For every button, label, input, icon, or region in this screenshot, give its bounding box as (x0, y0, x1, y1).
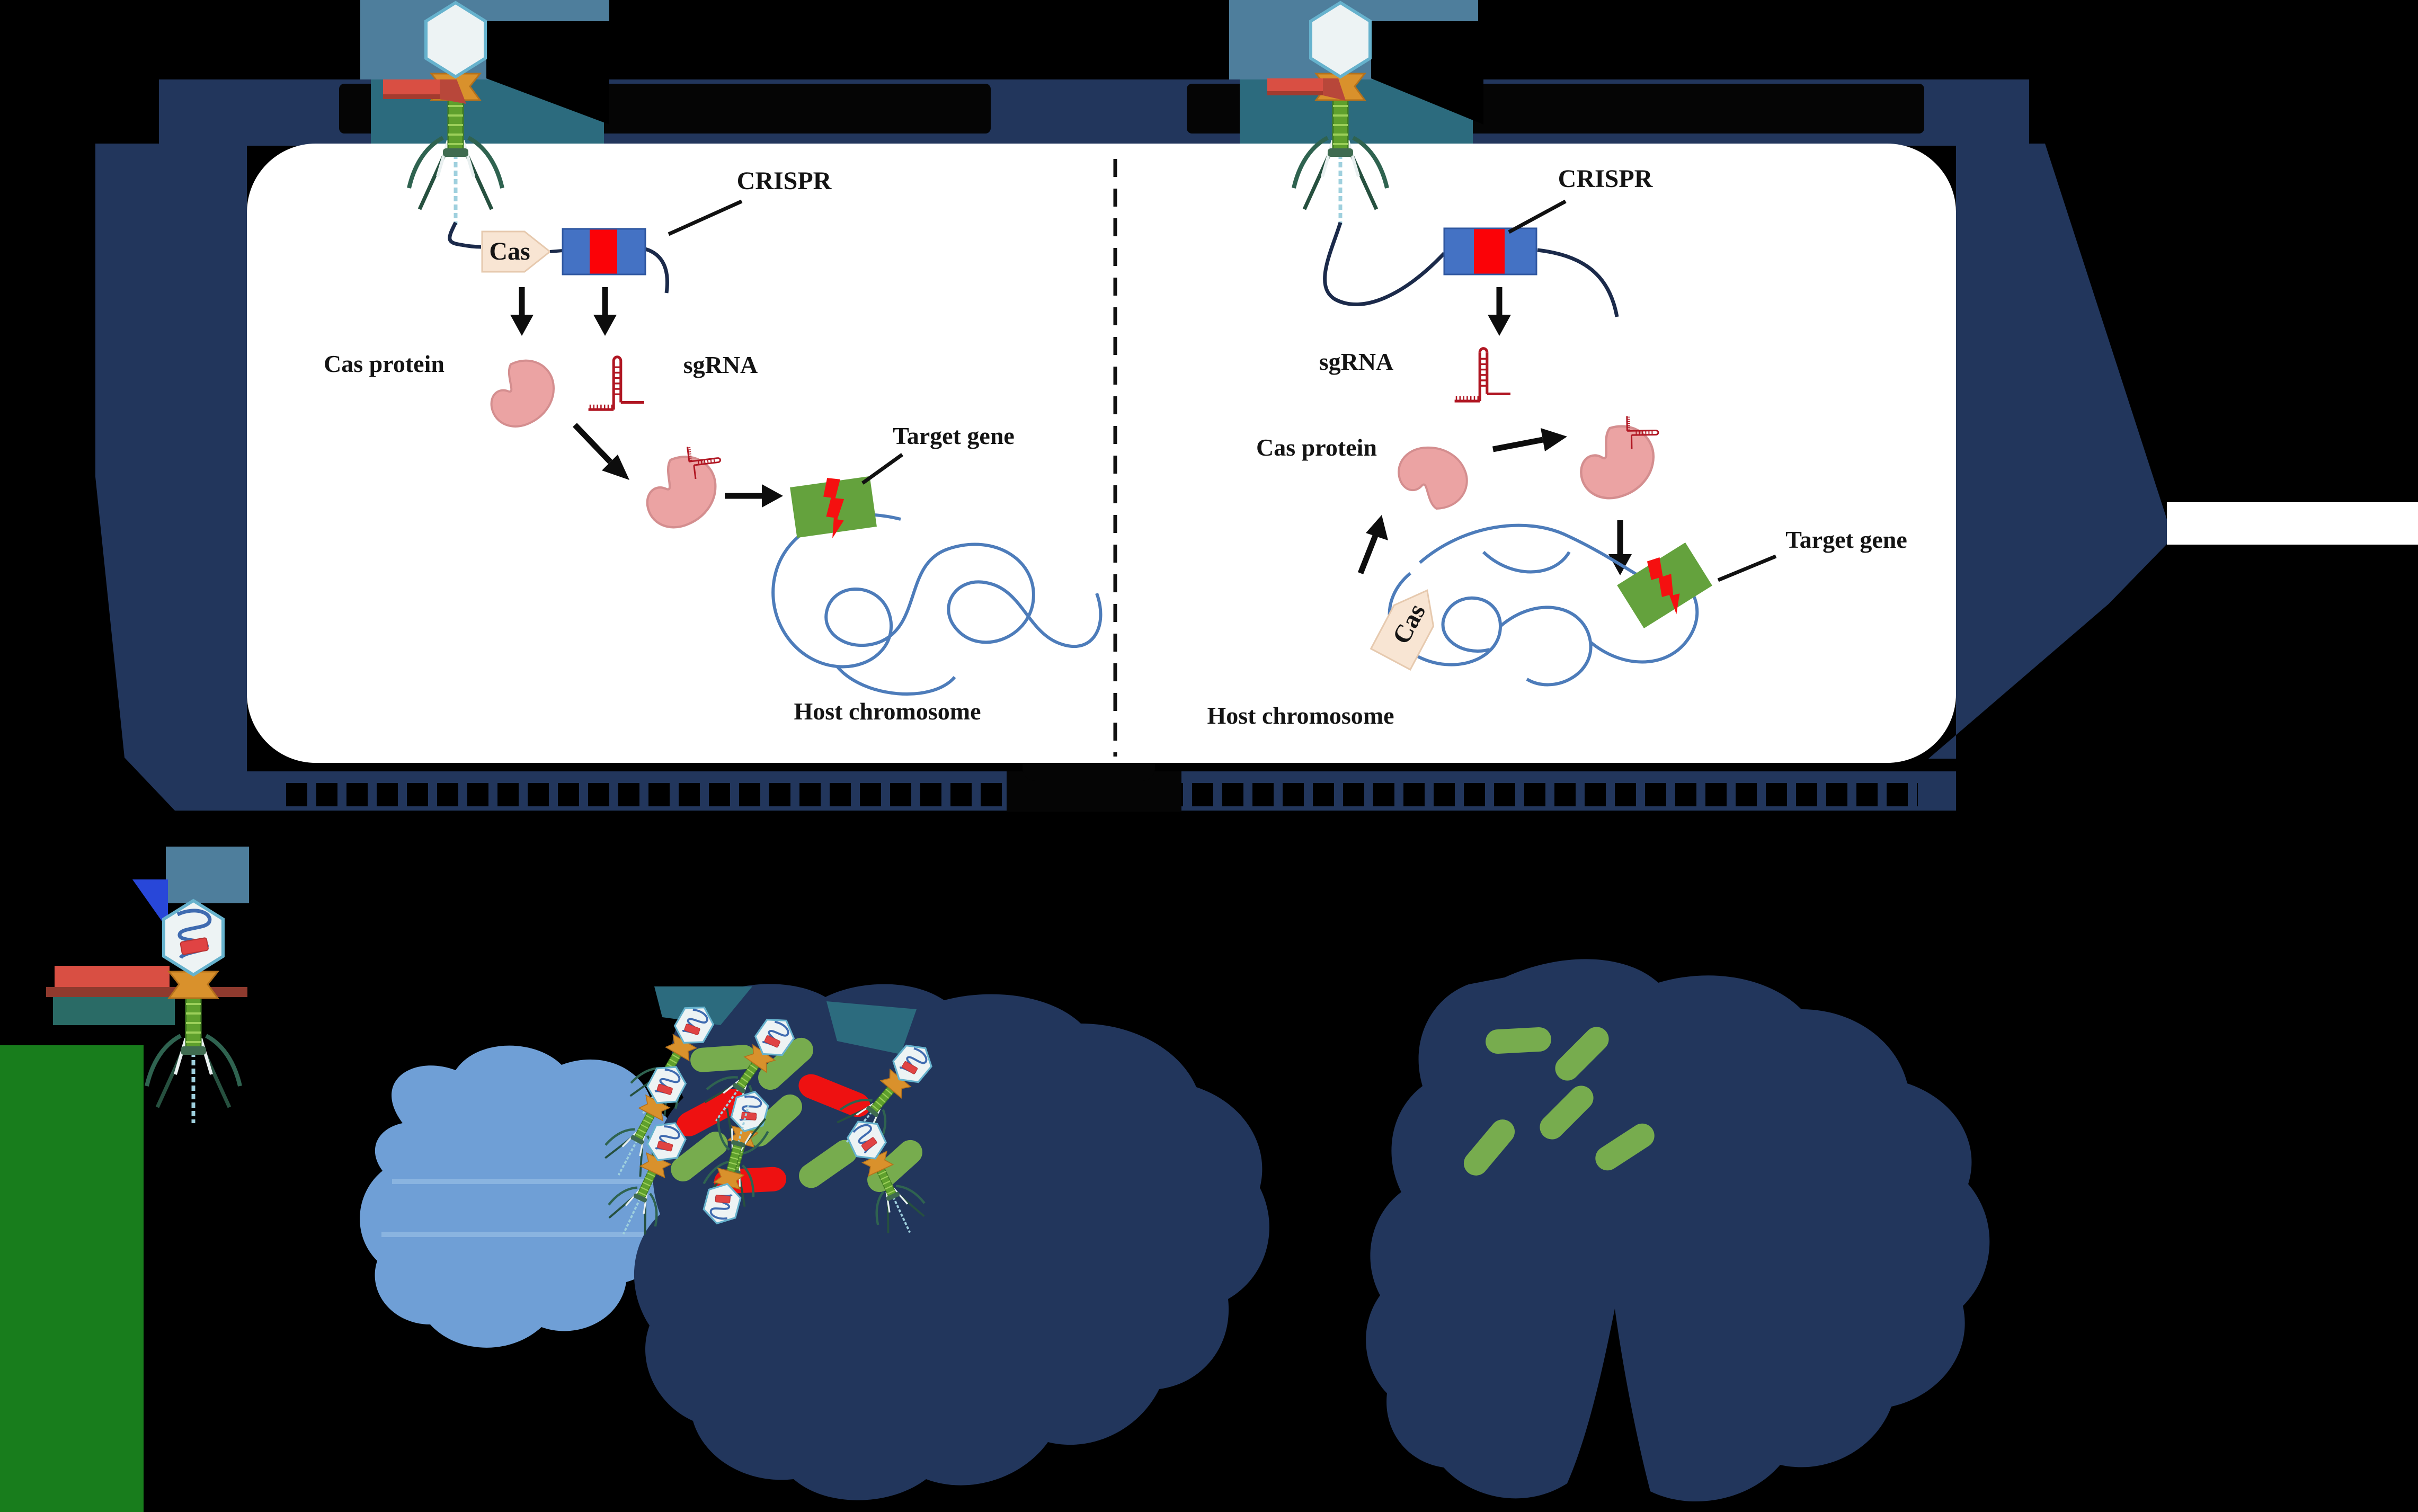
target-pointer-right (1717, 554, 1777, 582)
sgrna-label-left: sgRNA (683, 351, 758, 378)
target-pointer-left (861, 453, 904, 485)
bottom-banner (247, 749, 1956, 812)
main-panel (247, 144, 1956, 763)
dna-strand-tail-left (644, 247, 669, 293)
surviving-population-cluster (1366, 959, 1990, 1502)
host-chromosome-right (1388, 523, 1699, 687)
mixed-population-cluster (596, 984, 1269, 1500)
cas-gene-tag-right (1370, 589, 1435, 671)
crispr-label-left: CRISPR (736, 167, 832, 195)
crispr-array-right (1443, 227, 1537, 275)
target-gene-label-left: Target gene (893, 422, 1015, 449)
phage-cassette-marker-bottom (55, 966, 170, 987)
flow-arrows (510, 287, 1632, 575)
left-backdrop (95, 144, 247, 811)
right-backdrop (1928, 144, 2167, 759)
cas-protein-label-right: Cas protein (1256, 434, 1377, 461)
host-chromosome-left (771, 513, 1103, 696)
cas-gene-label-left: Cas (489, 237, 530, 265)
crispr-pointer-left (668, 199, 743, 236)
sgrna-label-right: sgRNA (1319, 348, 1394, 375)
cloud-blob (360, 1045, 681, 1348)
target-gene-label-right: Target gene (1785, 526, 1907, 553)
phage-cassette-marker-left (383, 79, 466, 104)
host-chromosome-label-left: Host chromosome (794, 698, 981, 725)
phage-dna-strand-right (1323, 221, 1446, 306)
cloud-streaks (381, 1179, 657, 1237)
right-edge-strip (2167, 502, 2418, 545)
connector (549, 249, 563, 253)
cas-protein-label-left: Cas protein (324, 350, 445, 377)
phage-cassette-marker-right (1267, 78, 1346, 101)
host-chromosome-label-right: Host chromosome (1207, 702, 1394, 729)
crispr-pointer-right (1508, 199, 1567, 234)
cas-gene-tag-left (481, 230, 552, 273)
phage-dna-strand-left (448, 221, 482, 249)
crispr-label-right: CRISPR (1558, 165, 1653, 193)
dna-strand-tail-right (1537, 248, 1619, 317)
crispr-array-left (562, 228, 646, 275)
green-color-block (0, 1045, 144, 1512)
